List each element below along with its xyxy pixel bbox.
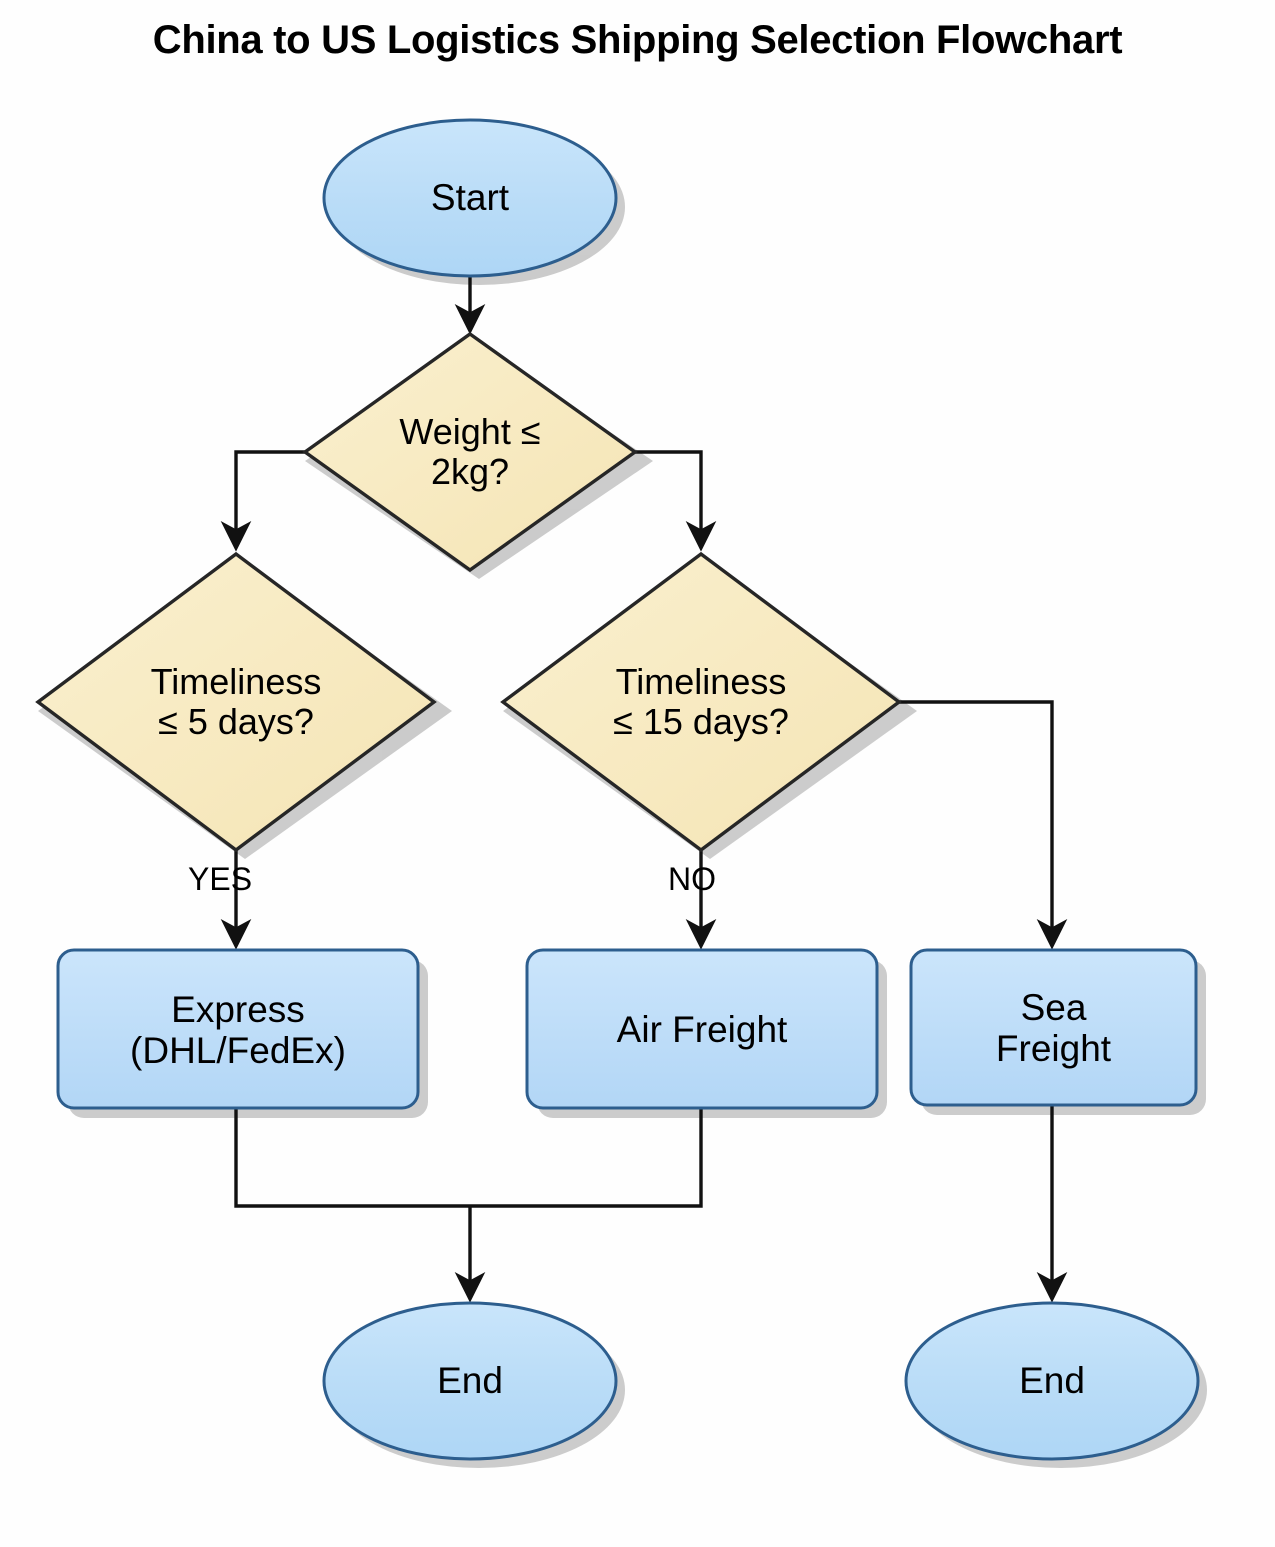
node-end-right[interactable] [904,1301,1200,1461]
edge-express-to-merge [234,1108,470,1208]
edge-air-to-merge [470,1108,703,1208]
edge-weight-to-time5 [220,450,305,552]
edge-time15-to-sea [899,700,1068,950]
node-layer [35,118,1200,1461]
node-decision-timeliness-5-days[interactable] [35,551,437,853]
page-title: China to US Logistics Shipping Selection… [152,18,1123,62]
edge-weight-to-time15 [635,450,717,552]
node-process-air-freight[interactable] [525,948,879,1110]
node-process-express[interactable] [56,948,420,1110]
node-decision-weight[interactable] [302,331,638,573]
node-start[interactable] [322,118,618,278]
edge-label-no: NO [668,861,716,897]
node-decision-timeliness-15-days[interactable] [500,551,902,853]
edge-label-yes: YES [188,861,253,897]
connector-layer [220,276,1068,1303]
node-process-sea-freight[interactable] [909,948,1198,1107]
node-end-left[interactable] [322,1301,618,1461]
